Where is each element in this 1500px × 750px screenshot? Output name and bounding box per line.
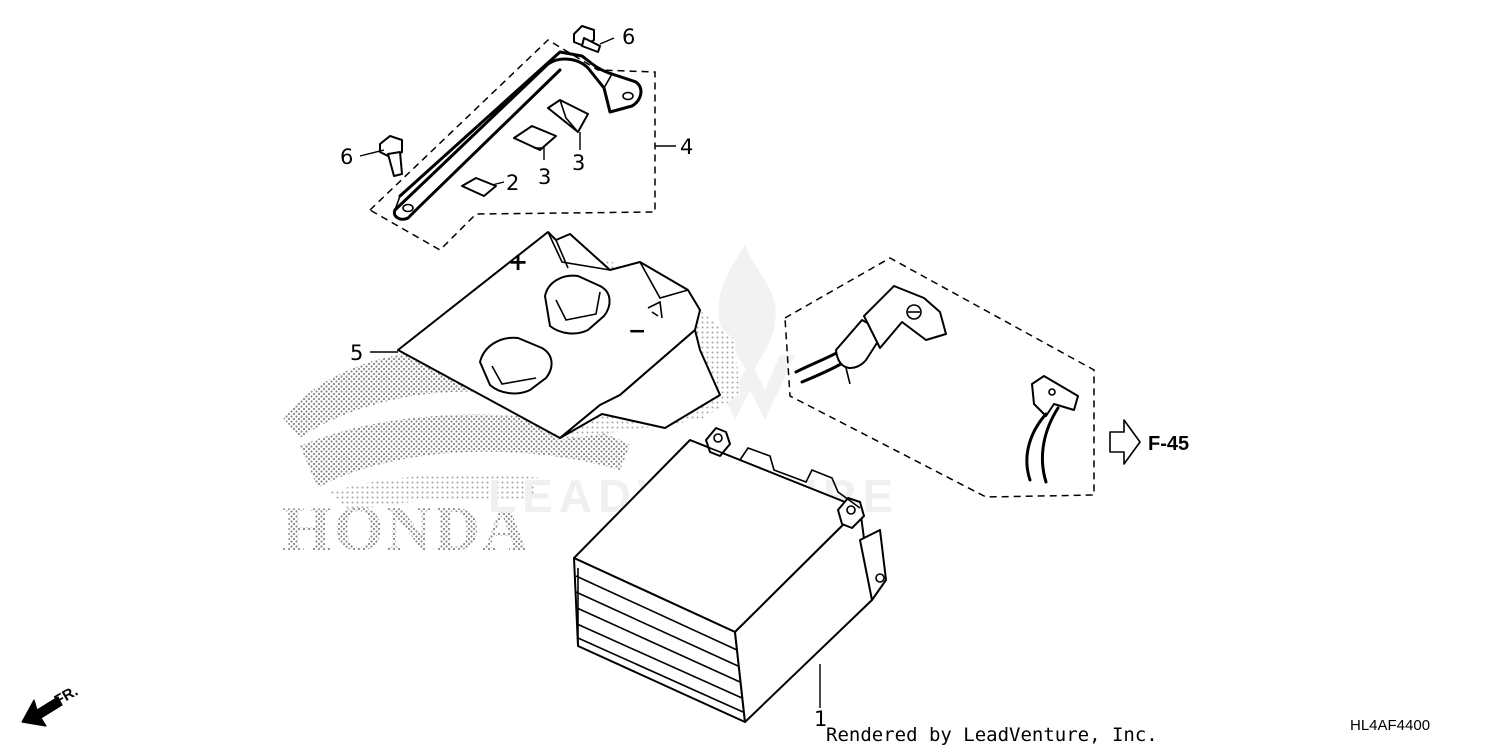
cable-detail <box>784 257 1095 498</box>
callout-3a: 3 <box>538 165 551 189</box>
callout-2: 2 <box>506 171 519 195</box>
callout-6a: 6 <box>622 25 635 49</box>
diagram-code: HL4AF4400 <box>1350 717 1430 734</box>
callout-6b: 6 <box>340 145 353 169</box>
bolt-left <box>379 135 403 177</box>
callout-4: 4 <box>680 135 693 159</box>
reference-link[interactable]: F-45 <box>1148 433 1189 455</box>
front-direction-arrow-icon <box>21 696 63 727</box>
leader-lines <box>359 37 821 708</box>
render-credit: Rendered by LeadVenture, Inc. <box>826 724 1158 746</box>
callout-1: 1 <box>814 707 827 731</box>
minus-mark: − <box>628 319 646 344</box>
bolt-upper <box>573 25 601 53</box>
battery <box>573 427 887 723</box>
plus-mark: + <box>508 248 528 276</box>
callout-3b: 3 <box>572 151 585 175</box>
brand-watermark: HONDA <box>282 493 530 564</box>
hollow-right-arrow-icon[interactable] <box>1109 419 1141 465</box>
callout-5: 5 <box>350 341 363 365</box>
battery-cover <box>397 231 740 440</box>
battery-band <box>368 39 656 251</box>
